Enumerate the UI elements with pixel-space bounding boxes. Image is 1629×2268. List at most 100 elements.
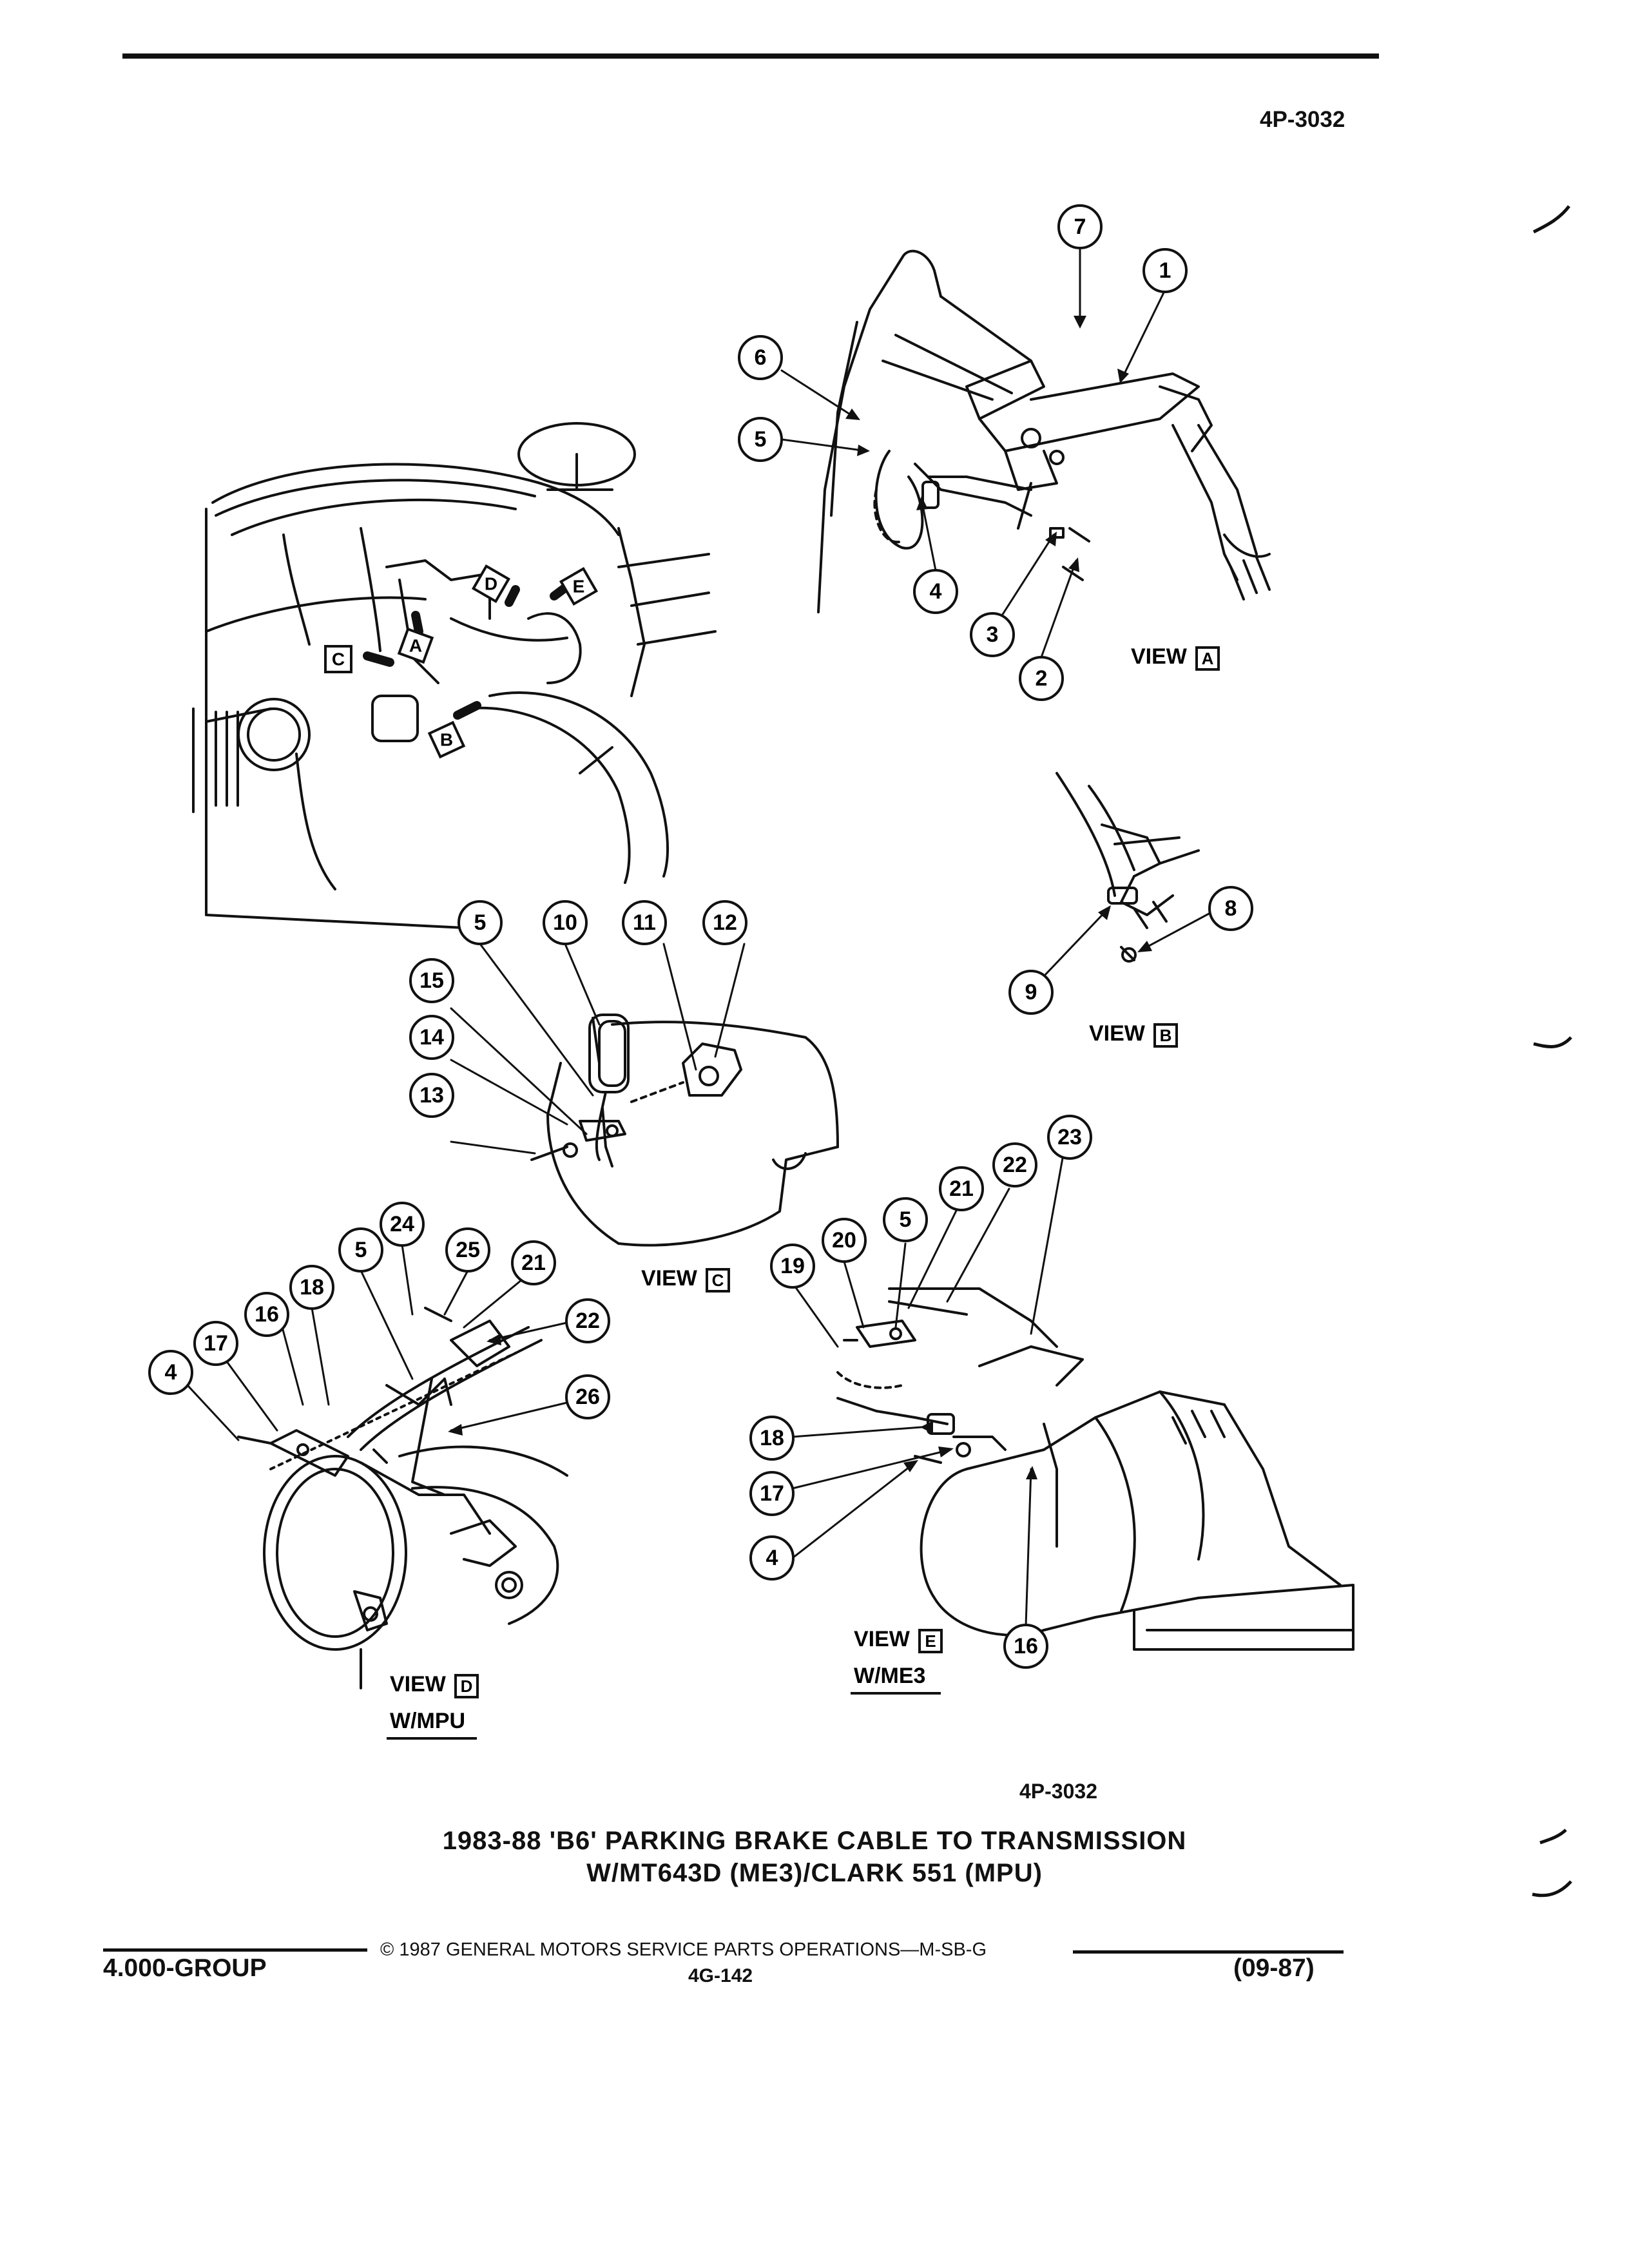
svg-text:VIEW: VIEW bbox=[1131, 644, 1188, 669]
callout-19: 19 bbox=[770, 1244, 815, 1289]
marker-d: D bbox=[471, 564, 511, 604]
callout-8: 8 bbox=[1208, 886, 1253, 931]
svg-text:22: 22 bbox=[1003, 1153, 1027, 1177]
callout-4: 4 bbox=[148, 1350, 193, 1395]
view-b-label: VIEW B bbox=[1089, 1021, 1178, 1048]
svg-text:D: D bbox=[461, 1677, 473, 1696]
svg-text:4: 4 bbox=[766, 1546, 778, 1570]
callout-21: 21 bbox=[939, 1166, 984, 1211]
callout-10: 10 bbox=[543, 900, 588, 945]
svg-text:7: 7 bbox=[1074, 215, 1086, 239]
view-d-illustration bbox=[237, 1307, 568, 1689]
view-e-illustration bbox=[836, 1287, 1354, 1651]
callout-5: 5 bbox=[338, 1227, 383, 1273]
view-c-label: VIEW C bbox=[641, 1266, 730, 1293]
svg-text:5: 5 bbox=[900, 1207, 912, 1232]
svg-text:2: 2 bbox=[1036, 666, 1048, 691]
header-figure-code: 4P-3032 bbox=[1260, 107, 1345, 132]
svg-text:VIEW: VIEW bbox=[854, 1627, 911, 1651]
revision-date: (09-87) bbox=[1233, 1954, 1315, 1982]
callout-26: 26 bbox=[565, 1374, 610, 1419]
callout-4: 4 bbox=[913, 569, 958, 614]
callout-7: 7 bbox=[1057, 204, 1103, 249]
leader-lines bbox=[178, 247, 1211, 1627]
svg-text:26: 26 bbox=[575, 1385, 600, 1409]
callouts-view-c: 5 10 11 12 15 14 13 bbox=[409, 900, 747, 1118]
callout-25: 25 bbox=[445, 1227, 490, 1273]
callouts-view-d: 24 25 5 21 18 16 17 4 22 26 bbox=[148, 1202, 610, 1419]
footer-rule-left bbox=[103, 1948, 367, 1952]
marker-e: E bbox=[559, 566, 599, 606]
svg-text:24: 24 bbox=[390, 1212, 414, 1236]
callout-2: 2 bbox=[1019, 656, 1064, 701]
svg-text:VIEW: VIEW bbox=[1089, 1021, 1146, 1046]
marker-c: C bbox=[324, 645, 352, 673]
callout-9: 9 bbox=[1008, 970, 1054, 1015]
svg-text:1: 1 bbox=[1159, 258, 1171, 283]
callouts-view-a: 7 1 6 5 4 3 2 bbox=[738, 204, 1188, 701]
callout-24: 24 bbox=[380, 1202, 425, 1247]
svg-text:17: 17 bbox=[760, 1481, 784, 1506]
leader-arrowheads bbox=[448, 316, 1152, 1479]
callout-18: 18 bbox=[289, 1265, 334, 1310]
callouts-view-b: 8 9 bbox=[1008, 886, 1253, 1015]
svg-text:A: A bbox=[409, 636, 422, 656]
svg-text:15: 15 bbox=[419, 968, 444, 993]
svg-text:D: D bbox=[485, 574, 497, 594]
callout-13: 13 bbox=[409, 1073, 454, 1118]
svg-text:17: 17 bbox=[204, 1331, 228, 1356]
svg-text:21: 21 bbox=[521, 1251, 546, 1275]
svg-text:18: 18 bbox=[760, 1426, 784, 1450]
svg-text:13: 13 bbox=[419, 1083, 444, 1108]
svg-text:14: 14 bbox=[419, 1025, 444, 1050]
svg-text:W/ME3: W/ME3 bbox=[854, 1664, 925, 1688]
svg-text:10: 10 bbox=[553, 910, 577, 935]
svg-text:23: 23 bbox=[1057, 1125, 1082, 1149]
callout-1: 1 bbox=[1142, 248, 1188, 293]
svg-text:5: 5 bbox=[474, 910, 487, 935]
callout-16: 16 bbox=[244, 1292, 289, 1337]
callout-12: 12 bbox=[702, 900, 747, 945]
svg-text:E: E bbox=[573, 577, 585, 597]
svg-text:6: 6 bbox=[755, 345, 767, 370]
figure-title-line-2: W/MT643D (ME3)/CLARK 551 (MPU) bbox=[586, 1859, 1043, 1887]
marker-a: A bbox=[397, 627, 434, 664]
top-rule bbox=[122, 53, 1379, 59]
marker-b: B bbox=[427, 720, 466, 759]
svg-text:B: B bbox=[1160, 1026, 1172, 1045]
callout-23: 23 bbox=[1047, 1115, 1092, 1160]
callout-14: 14 bbox=[409, 1015, 454, 1060]
svg-text:12: 12 bbox=[713, 910, 737, 935]
callout-22: 22 bbox=[565, 1298, 610, 1343]
svg-text:9: 9 bbox=[1025, 980, 1037, 1004]
svg-text:8: 8 bbox=[1225, 896, 1237, 921]
svg-text:5: 5 bbox=[355, 1238, 367, 1262]
view-c-illustration bbox=[530, 1014, 839, 1247]
footer-figure-code: 4P-3032 bbox=[1019, 1780, 1097, 1803]
callout-16: 16 bbox=[1003, 1624, 1048, 1669]
svg-text:B: B bbox=[440, 730, 453, 750]
svg-text:22: 22 bbox=[575, 1309, 600, 1333]
overview-view-markers: C A B D E bbox=[324, 564, 599, 759]
svg-text:3: 3 bbox=[987, 622, 999, 647]
callout-18: 18 bbox=[749, 1416, 795, 1461]
page-number: 4G-142 bbox=[688, 1965, 753, 1986]
view-d-label: VIEW D W/MPU bbox=[387, 1672, 479, 1740]
view-e-label: VIEW E W/ME3 bbox=[851, 1627, 943, 1695]
svg-text:C: C bbox=[712, 1271, 724, 1290]
copyright-notice: © 1987 GENERAL MOTORS SERVICE PARTS OPER… bbox=[380, 1939, 987, 1960]
svg-text:18: 18 bbox=[300, 1275, 324, 1300]
view-a-label: VIEW A bbox=[1131, 644, 1220, 671]
callout-17: 17 bbox=[193, 1321, 238, 1366]
callout-15: 15 bbox=[409, 958, 454, 1003]
callout-3: 3 bbox=[970, 612, 1015, 657]
svg-text:20: 20 bbox=[832, 1228, 856, 1253]
callout-21: 21 bbox=[511, 1240, 556, 1285]
svg-text:E: E bbox=[925, 1631, 936, 1651]
overview-illustration bbox=[192, 422, 717, 929]
svg-text:C: C bbox=[332, 649, 345, 669]
callout-5: 5 bbox=[883, 1197, 928, 1242]
svg-text:21: 21 bbox=[949, 1177, 974, 1201]
callouts-view-e: 23 22 21 5 20 19 18 17 4 16 bbox=[749, 1115, 1092, 1669]
svg-text:W/MPU: W/MPU bbox=[390, 1709, 465, 1733]
